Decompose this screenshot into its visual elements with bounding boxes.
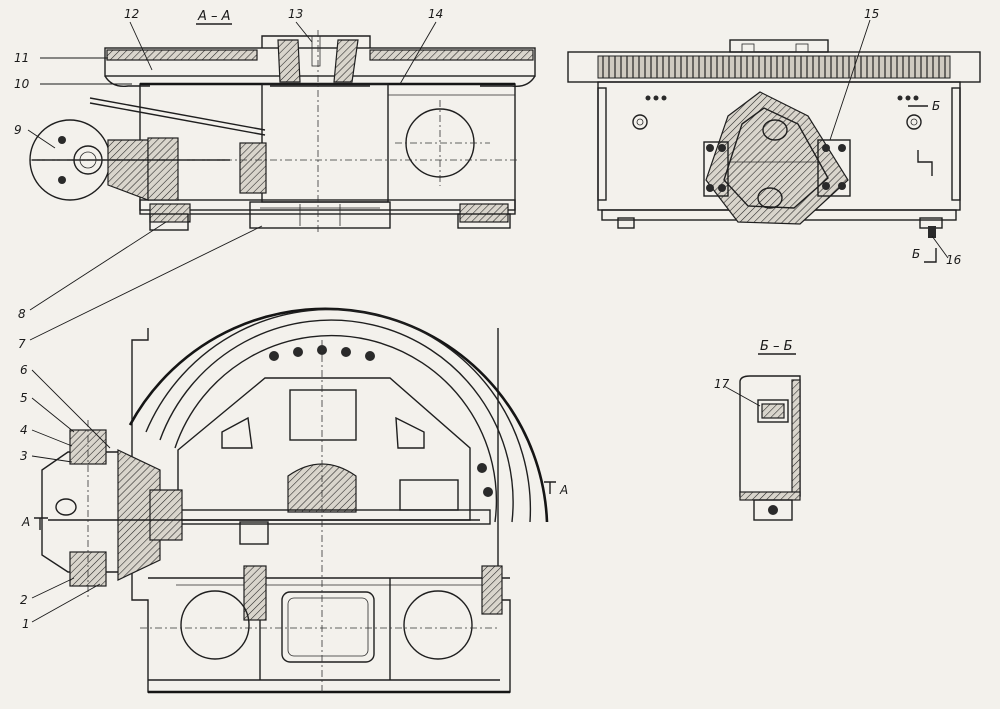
section-a-a-title: А – А: [197, 9, 231, 24]
section-marks: А А Б Б: [21, 99, 940, 530]
callout-17: 17: [714, 377, 730, 391]
callout-10: 10: [14, 77, 30, 91]
callout-8: 8: [18, 307, 26, 321]
callout-4: 4: [20, 423, 28, 437]
callout-16: 16: [946, 253, 962, 267]
callout-6: 6: [20, 363, 28, 377]
callout-12: 12: [124, 7, 139, 21]
callout-13: 13: [288, 7, 303, 21]
callout-labels: 1 2 3 4 5 6 7 8 9 10 11 12 13 14 15 16 1…: [14, 7, 962, 631]
callout-3: 3: [20, 449, 28, 463]
section-a-a-view: А – А: [29, 9, 536, 232]
leader-lines: [27, 19, 949, 623]
callout-9: 9: [14, 123, 22, 137]
bolt-group-left: [703, 141, 729, 197]
section-mark-a-right: А: [559, 483, 568, 497]
plan-view: [41, 307, 549, 694]
callout-5: 5: [20, 391, 28, 405]
callout-14: 14: [428, 7, 443, 21]
section-b-b-title: Б – Б: [760, 339, 793, 354]
section-mark-a-left: А: [21, 515, 30, 529]
section-mark-b-bottom: Б: [912, 247, 920, 261]
callout-15: 15: [864, 7, 879, 21]
bolt-group-right: [817, 139, 851, 197]
callout-1: 1: [22, 617, 30, 631]
callout-11: 11: [14, 51, 29, 65]
section-b-b-view: Б – Б: [739, 339, 801, 521]
callout-2: 2: [20, 593, 28, 607]
section-mark-b-top: Б: [932, 99, 940, 113]
side-elevation-view: [567, 39, 981, 238]
callout-7: 7: [18, 337, 26, 351]
